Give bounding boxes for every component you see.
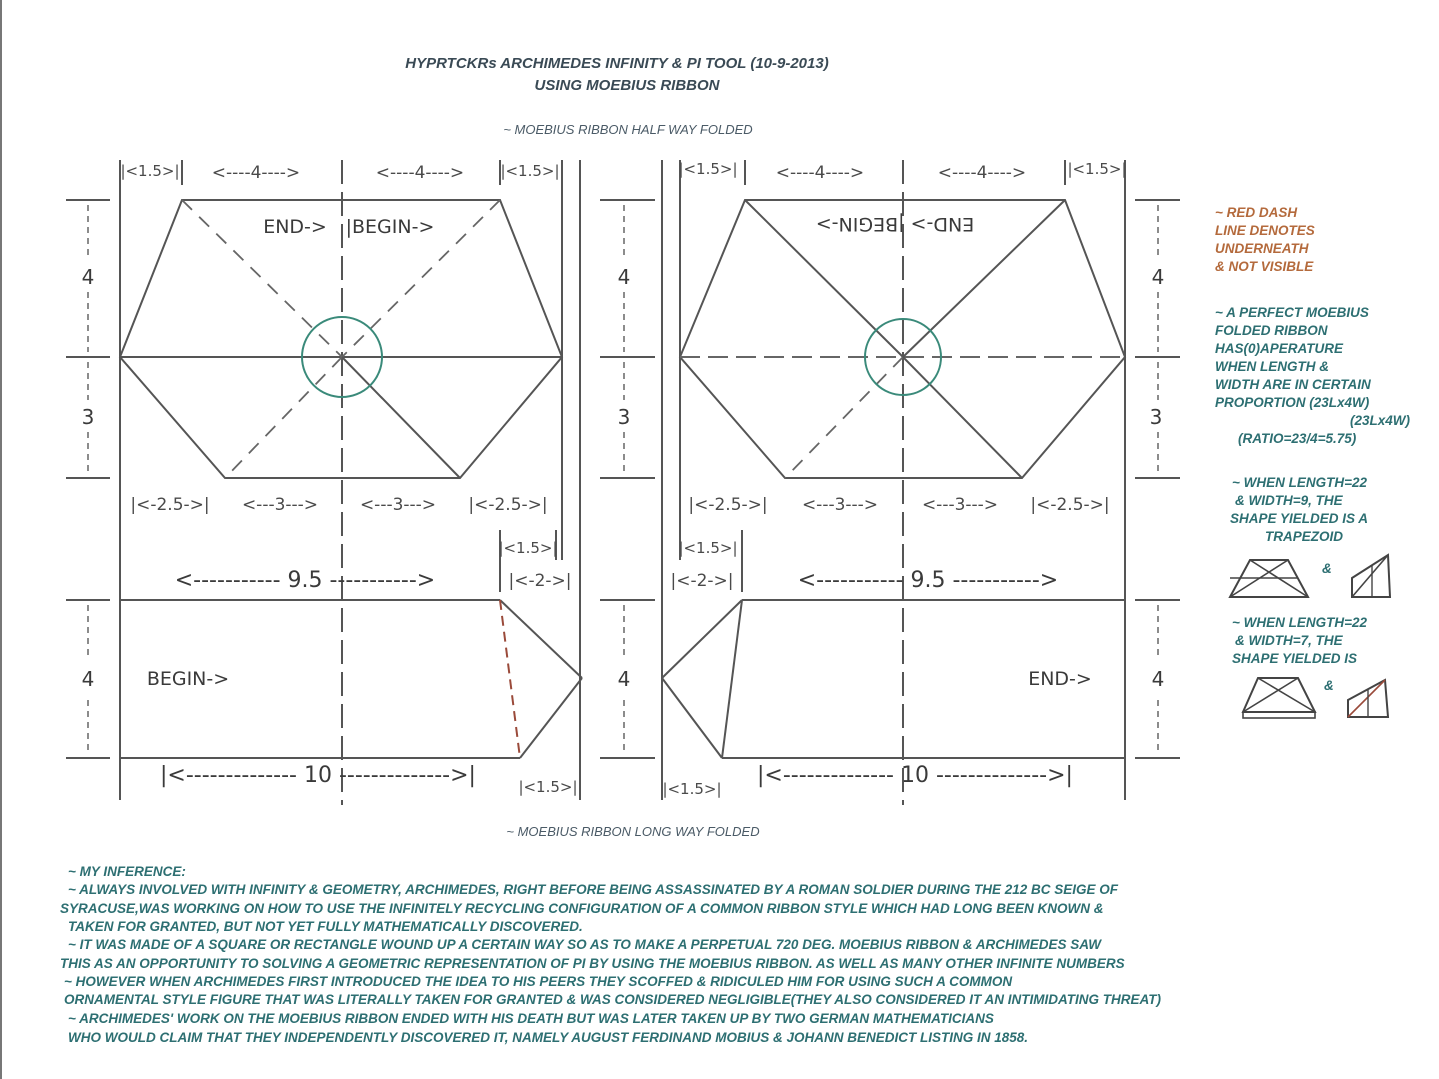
folded-corner-shape-icon-2 bbox=[1347, 678, 1390, 718]
left-side-3: 3 bbox=[82, 405, 95, 429]
right-rect-right-side-4: 4 bbox=[1152, 667, 1165, 691]
inference-line-9: ~ ARCHIMEDES' WORK ON THE MOEBIUS RIBBON… bbox=[68, 1011, 994, 1026]
amp-1: & bbox=[1322, 561, 1332, 576]
left-rect-label-begin: BEGIN-> bbox=[147, 668, 229, 690]
right-rect-left-side-4: 4 bbox=[618, 667, 631, 691]
red-note-line-4: & NOT VISIBLE bbox=[1215, 259, 1314, 274]
left-dim-bottom-4: |<-2.5->| bbox=[468, 495, 547, 515]
right-left-side-4: 4 bbox=[618, 265, 631, 289]
perfect-note-line-3: HAS(0)APERATURE bbox=[1215, 341, 1344, 356]
red-note-line-3: UNDERNEATH bbox=[1215, 241, 1309, 256]
inference-text: ~ MY INFERENCE: ~ ALWAYS INVOLVED WITH I… bbox=[60, 864, 1161, 1045]
left-rect-dim-two: |<-2->| bbox=[508, 571, 571, 591]
inference-line-7: ~ HOWEVER WHEN ARCHIMEDES FIRST INTRODUC… bbox=[64, 974, 1012, 989]
title-line-1: HYPRTCKRs ARCHIMEDES INFINITY & PI TOOL … bbox=[405, 55, 828, 72]
left-dim-top-3: <----4----> bbox=[376, 163, 464, 183]
trapezoid-shape-icon bbox=[1228, 559, 1310, 598]
shape-note-line-3: SHAPE YIELDED IS bbox=[1232, 651, 1357, 666]
inference-line-6: THIS AS AN OPPORTUNITY TO SOLVING A GEOM… bbox=[60, 956, 1125, 971]
left-dim-bottom-2: <---3---> bbox=[242, 495, 318, 515]
inference-line-10: WHO WOULD CLAIM THAT THEY INDEPENDENTLY … bbox=[68, 1030, 1028, 1045]
perfect-note-line-5: WIDTH ARE IN CERTAIN bbox=[1215, 377, 1371, 392]
inference-line-2: ~ ALWAYS INVOLVED WITH INFINITY & GEOMET… bbox=[68, 882, 1119, 897]
perfect-note-line-1: ~ A PERFECT MOEBIUS bbox=[1215, 305, 1369, 320]
left-rect-dim-bottom-small: |<1.5>| bbox=[518, 778, 577, 796]
left-dim-top-1: |<1.5>| bbox=[120, 162, 179, 180]
right-dim-top-3: <----4----> bbox=[938, 163, 1026, 183]
inference-line-3: SYRACUSE,WAS WORKING ON HOW TO USE THE I… bbox=[60, 901, 1104, 916]
red-note-line-1: ~ RED DASH bbox=[1215, 205, 1297, 220]
caption-half-way: ~ MOEBIUS RIBBON HALF WAY FOLDED bbox=[503, 122, 752, 137]
perfect-note-line-2: FOLDED RIBBON bbox=[1215, 323, 1328, 338]
caption-long-way: ~ MOEBIUS RIBBON LONG WAY FOLDED bbox=[506, 824, 759, 839]
left-dim-bottom-1: |<-2.5->| bbox=[130, 495, 209, 515]
left-hexagon-figure: |<1.5>| <----4----> <----4----> |<1.5>| … bbox=[66, 160, 581, 805]
inference-line-5: ~ IT WAS MADE OF A SQUARE OR RECTANGLE W… bbox=[68, 937, 1102, 952]
shape-note-line-2: & WIDTH=7, THE bbox=[1235, 633, 1344, 648]
title-line-2: USING MOEBIUS RIBBON bbox=[534, 77, 720, 94]
perfect-note-line-4: WHEN LENGTH & bbox=[1215, 359, 1329, 374]
trap-note-line-1: ~ WHEN LENGTH=22 bbox=[1232, 475, 1368, 490]
perfect-note-line-6: PROPORTION (23Lx4W) bbox=[1215, 395, 1370, 410]
side-notes: ~ RED DASH LINE DENOTES UNDERNEATH & NOT… bbox=[1215, 205, 1411, 719]
right-rect-dim-small: |<1.5>| bbox=[678, 539, 737, 557]
perfect-note-line-7: (23Lx4W) bbox=[1350, 413, 1411, 428]
left-rect-dim-long: <----------- 9.5 -----------> bbox=[175, 568, 436, 593]
inference-line-4: TAKEN FOR GRANTED, BUT NOT YET FULLY MAT… bbox=[68, 919, 583, 934]
right-dim-top-1: |<1.5>| bbox=[678, 160, 737, 178]
right-rect-dim-long: <----------- 9.5 -----------> bbox=[798, 568, 1059, 593]
right-dim-bottom-1: |<-2.5->| bbox=[688, 495, 767, 515]
left-label-end: END-> bbox=[263, 216, 327, 238]
right-dim-top-2: <----4----> bbox=[776, 163, 864, 183]
left-dim-top-2: <----4----> bbox=[212, 163, 300, 183]
right-dim-top-4: |<1.5>| bbox=[1067, 160, 1126, 178]
right-rect-label-end: END-> bbox=[1028, 668, 1092, 690]
left-rect-dim-bottom: |<-------------- 10 -------------->| bbox=[160, 763, 476, 788]
right-rect-dim-bottom-small: |<1.5>| bbox=[662, 780, 721, 798]
perfect-note-line-8: (RATIO=23/4=5.75) bbox=[1238, 431, 1357, 446]
trapezoid-shape-icon-2 bbox=[1241, 677, 1317, 719]
left-dim-top-4: |<1.5>| bbox=[500, 162, 559, 180]
left-rect-side-4: 4 bbox=[82, 667, 95, 691]
trap-note-line-2: & WIDTH=9, THE bbox=[1235, 493, 1344, 508]
trap-note-line-4: TRAPEZOID bbox=[1265, 529, 1343, 544]
inference-line-1: ~ MY INFERENCE: bbox=[68, 864, 186, 879]
left-side-4: 4 bbox=[82, 265, 95, 289]
right-right-side-3: 3 bbox=[1150, 405, 1163, 429]
right-dim-bottom-4: |<-2.5->| bbox=[1030, 495, 1109, 515]
right-hexagon-figure: |<1.5>| <----4----> <----4----> |<1.5>| … bbox=[600, 160, 1180, 805]
right-label-mirrored: END-> |BEGIN-> bbox=[816, 213, 974, 235]
right-dim-bottom-2: <---3---> bbox=[802, 495, 878, 515]
left-rectangle-figure: |<1.5>| <----------- 9.5 -----------> |<… bbox=[66, 530, 583, 796]
shape-note-line-1: ~ WHEN LENGTH=22 bbox=[1232, 615, 1368, 630]
right-left-side-3: 3 bbox=[618, 405, 631, 429]
right-right-side-4: 4 bbox=[1152, 265, 1165, 289]
right-dim-bottom-3: <---3---> bbox=[922, 495, 998, 515]
left-label-begin: |BEGIN-> bbox=[346, 216, 435, 238]
inference-line-8: ORNAMENTAL STYLE FIGURE THAT WAS LITERAL… bbox=[64, 992, 1161, 1007]
trap-note-line-3: SHAPE YIELDED IS A bbox=[1230, 511, 1368, 526]
red-note-line-2: LINE DENOTES bbox=[1215, 223, 1315, 238]
right-rect-dim-bottom: |<-------------- 10 -------------->| bbox=[757, 763, 1073, 788]
amp-2: & bbox=[1324, 678, 1334, 693]
folded-corner-shape-icon bbox=[1351, 553, 1392, 598]
right-rectangle-figure: |<1.5>| |<-2->| <----------- 9.5 -------… bbox=[600, 530, 1180, 798]
right-rect-dim-two: |<-2->| bbox=[670, 571, 733, 591]
left-rect-dim-small: |<1.5>| bbox=[498, 539, 557, 557]
left-dim-bottom-3: <---3---> bbox=[360, 495, 436, 515]
